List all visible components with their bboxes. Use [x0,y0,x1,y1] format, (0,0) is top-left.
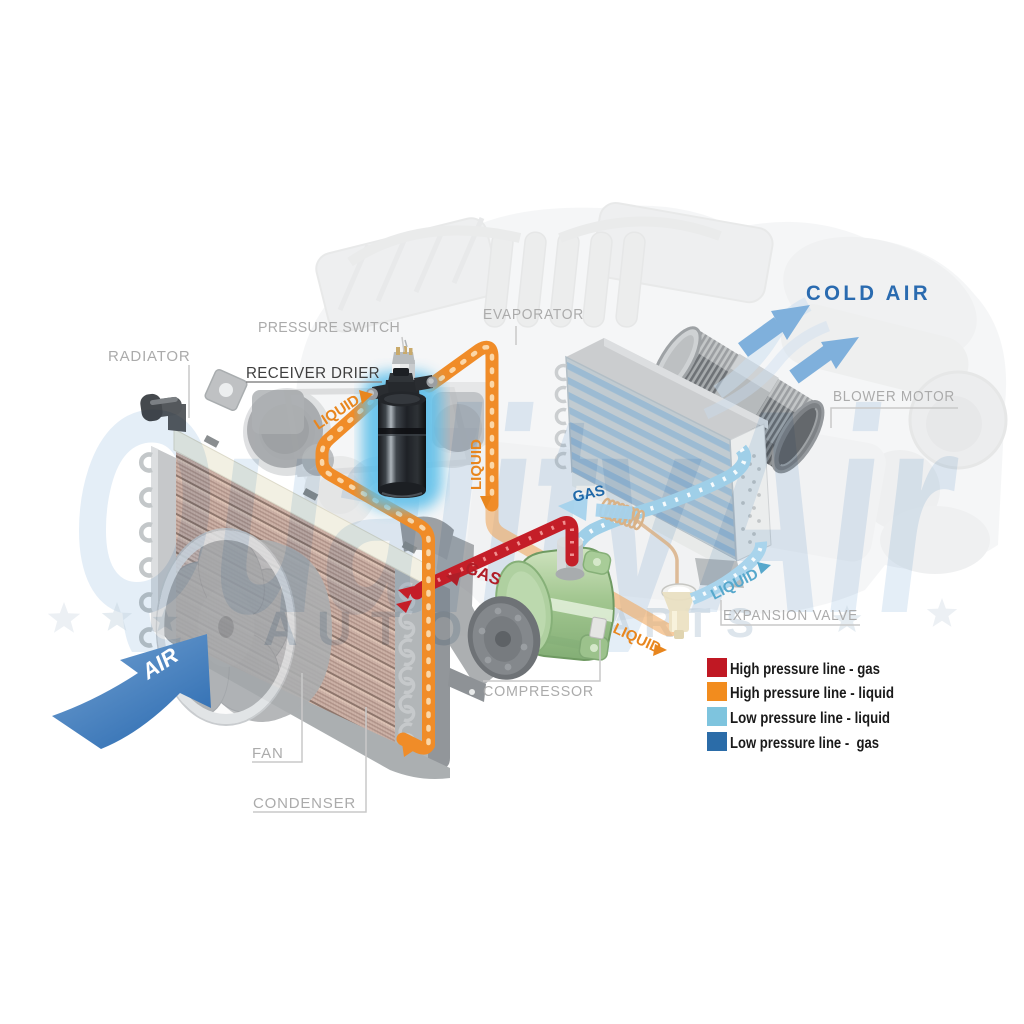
svg-text:Low pressure line - gas: Low pressure line - gas [730,735,879,752]
svg-text:U: U [317,603,352,656]
svg-text:COMPRESSOR: COMPRESSOR [483,683,594,700]
svg-text:PRESSURE SWITCH: PRESSURE SWITCH [258,319,400,336]
svg-text:S: S [726,599,754,646]
svg-text:LIQUID: LIQUID [468,439,485,490]
svg-text:T: T [371,603,400,656]
svg-text:EXPANSION VALVE: EXPANSION VALVE [723,607,858,624]
svg-text:BLOWER MOTOR: BLOWER MOTOR [833,388,955,405]
svg-text:CONDENSER: CONDENSER [253,795,356,812]
svg-text:A: A [263,603,298,656]
svg-text:High pressure line - liquid: High pressure line - liquid [730,685,894,702]
svg-text:GAS: GAS [571,482,607,506]
svg-text:High pressure line - gas: High pressure line - gas [730,661,880,678]
svg-text:RADIATOR: RADIATOR [108,348,191,365]
svg-text:FAN: FAN [252,745,284,762]
svg-text:RECEIVER DRIER: RECEIVER DRIER [246,365,380,382]
svg-text:Low pressure line - liquid: Low pressure line - liquid [730,710,890,727]
svg-text:EVAPORATOR: EVAPORATOR [483,306,584,323]
svg-text:COLD AIR: COLD AIR [806,282,931,305]
